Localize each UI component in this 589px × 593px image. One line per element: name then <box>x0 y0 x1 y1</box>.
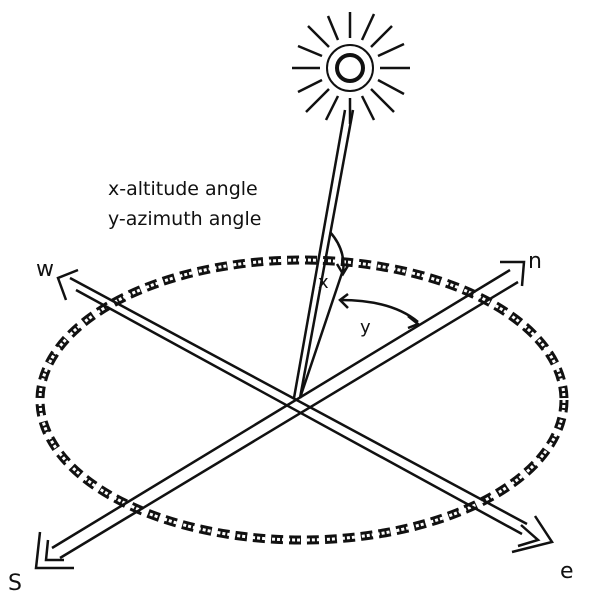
compass-north-label: n <box>528 249 542 274</box>
compass-south-label: S <box>8 571 22 593</box>
compass-east-label: e <box>560 559 574 584</box>
legend-altitude: x-altitude angle <box>108 178 258 200</box>
altitude-angle-label: x <box>318 272 329 293</box>
azimuth-angle-label: y <box>360 317 371 338</box>
sun-ray <box>294 110 353 398</box>
compass-west-label: w <box>36 257 54 282</box>
sun-icon <box>292 12 410 124</box>
azimuth-angle-arc <box>340 300 418 322</box>
legend-azimuth: y-azimuth angle <box>108 208 261 230</box>
